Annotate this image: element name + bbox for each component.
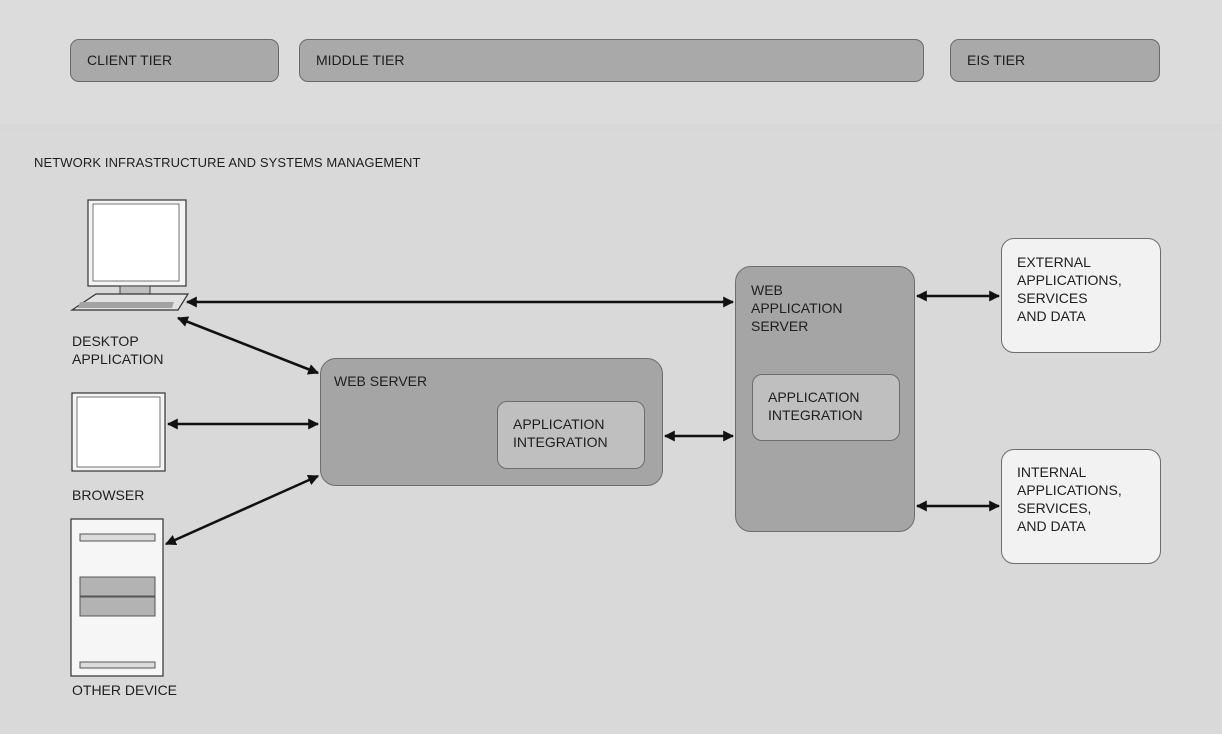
web-server-integration-label: APPLICATION INTEGRATION bbox=[513, 416, 608, 450]
desktop-application-label: DESKTOP APPLICATION bbox=[72, 333, 164, 367]
web-application-server-title: WEB APPLICATION SERVER bbox=[751, 282, 843, 334]
other-device-label: OTHER DEVICE bbox=[72, 682, 178, 698]
middle-tier-box: MIDDLE TIER bbox=[299, 39, 924, 82]
external-data-label: EXTERNAL APPLICATIONS, SERVICES AND DATA bbox=[1017, 254, 1122, 324]
eis-tier-box: EIS TIER bbox=[950, 39, 1160, 82]
web-server-integration-box bbox=[497, 401, 645, 469]
desktop-computer-icon bbox=[70, 199, 190, 311]
internal-data-box bbox=[1001, 449, 1161, 564]
other-device-to-web-server-arrow bbox=[165, 474, 319, 546]
browser-monitor-icon bbox=[71, 392, 166, 472]
client-tier-label: CLIENT TIER bbox=[87, 52, 173, 68]
web-server-title: WEB SERVER bbox=[334, 373, 428, 389]
desktop-to-web-server-arrow bbox=[176, 316, 320, 375]
internal-data-label: INTERNAL APPLICATIONS, SERVICES, AND DAT… bbox=[1017, 464, 1122, 534]
network-infrastructure-label: NETWORK INFRASTRUCTURE AND SYSTEMS MANAG… bbox=[34, 155, 421, 170]
app-server-integration-box bbox=[752, 374, 900, 441]
eis-tier-label: EIS TIER bbox=[967, 52, 1026, 68]
client-tier-box: CLIENT TIER bbox=[70, 39, 279, 82]
middle-tier-label: MIDDLE TIER bbox=[316, 52, 405, 68]
external-data-box bbox=[1001, 238, 1161, 353]
browser-label: BROWSER bbox=[72, 487, 145, 503]
app-server-integration-label: APPLICATION INTEGRATION bbox=[768, 389, 863, 423]
other-device-tower-icon bbox=[70, 518, 164, 677]
